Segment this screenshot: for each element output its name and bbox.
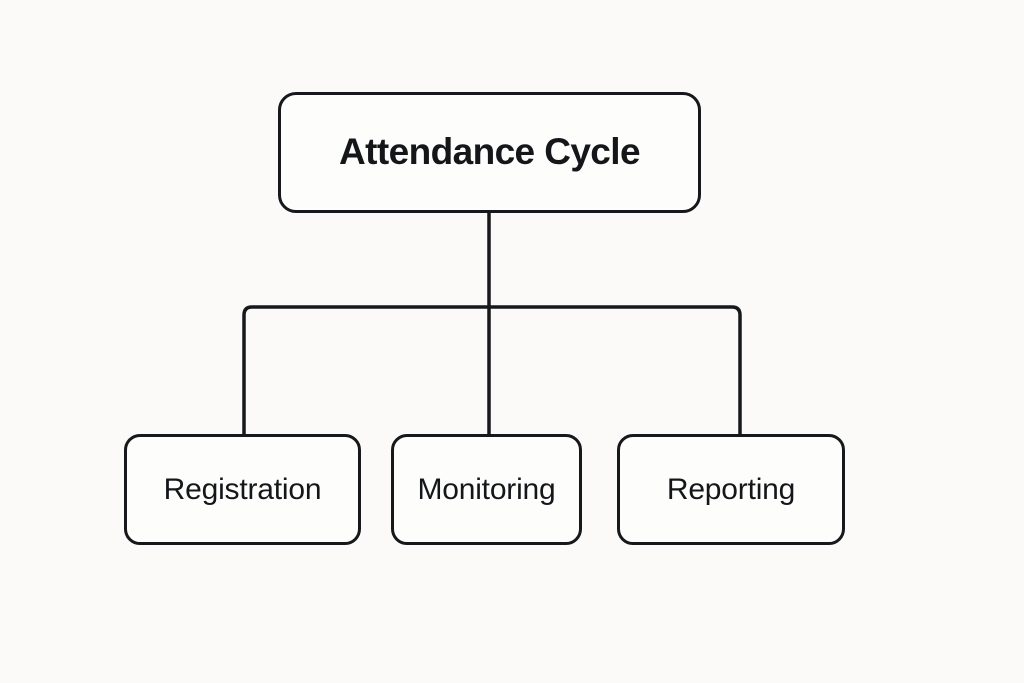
node-monitoring-label: Monitoring (417, 473, 556, 506)
node-reporting[interactable]: Reporting (617, 434, 845, 545)
node-registration-label: Registration (163, 473, 322, 506)
node-registration[interactable]: Registration (124, 434, 361, 545)
connector-bus-bar (242, 305, 742, 434)
node-monitoring[interactable]: Monitoring (391, 434, 582, 545)
node-root-label: Attendance Cycle (339, 131, 640, 173)
node-attendance-cycle[interactable]: Attendance Cycle (278, 92, 701, 213)
node-reporting-label: Reporting (666, 473, 796, 506)
